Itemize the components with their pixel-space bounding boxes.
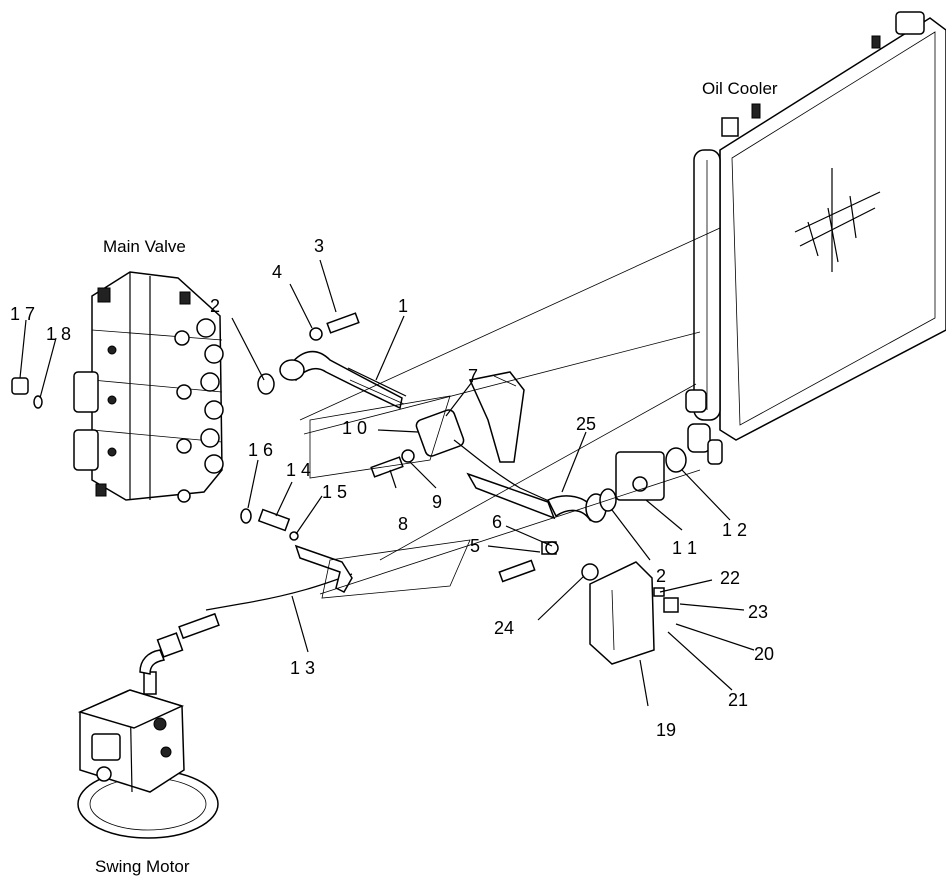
callout-4: 4 — [272, 262, 282, 282]
callout-1: 1 — [398, 296, 408, 316]
routing-lines — [299, 227, 721, 599]
swing-motor-title: Swing Motor — [95, 857, 190, 876]
main-valve — [73, 271, 224, 503]
callout-3: 3 — [314, 236, 324, 256]
main-valve-title: Main Valve — [103, 237, 186, 256]
callout-25: 25 — [576, 414, 596, 434]
callout-14: 1 4 — [286, 460, 311, 480]
callout-18: 1 8 — [46, 324, 71, 344]
oil-cooler-title: Oil Cooler — [702, 79, 778, 98]
swing-motor — [77, 671, 219, 839]
callout-13: 1 3 — [290, 658, 315, 678]
leader-lines — [19, 259, 755, 707]
callout-23: 23 — [748, 602, 768, 622]
callout-2-cooler: 2 — [656, 566, 666, 586]
callout-2-main-valve: 2 — [210, 296, 220, 316]
callout-19: 19 — [656, 720, 676, 740]
drain-hose-assembly — [11, 373, 353, 675]
callout-16: 1 6 — [248, 440, 273, 460]
callout-15: 1 5 — [322, 482, 347, 502]
callout-labels: 1 2 2 3 4 5 6 7 8 9 1 0 1 1 1 2 1 3 1 4 … — [10, 236, 774, 740]
callout-11: 1 1 — [672, 538, 697, 558]
callout-9: 9 — [432, 492, 442, 512]
callout-5: 5 — [470, 536, 480, 556]
callout-7: 7 — [468, 366, 478, 386]
callout-24: 24 — [494, 618, 514, 638]
callout-10: 1 0 — [342, 418, 367, 438]
oil-cooler — [685, 11, 946, 465]
callout-8: 8 — [398, 514, 408, 534]
hardware — [309, 312, 559, 583]
callout-12: 1 2 — [722, 520, 747, 540]
callout-17: 1 7 — [10, 304, 35, 324]
callout-22: 22 — [720, 568, 740, 588]
callout-20: 20 — [754, 644, 774, 664]
callout-6: 6 — [492, 512, 502, 532]
cooler-pipe-assembly — [279, 350, 687, 665]
callout-21: 21 — [728, 690, 748, 710]
